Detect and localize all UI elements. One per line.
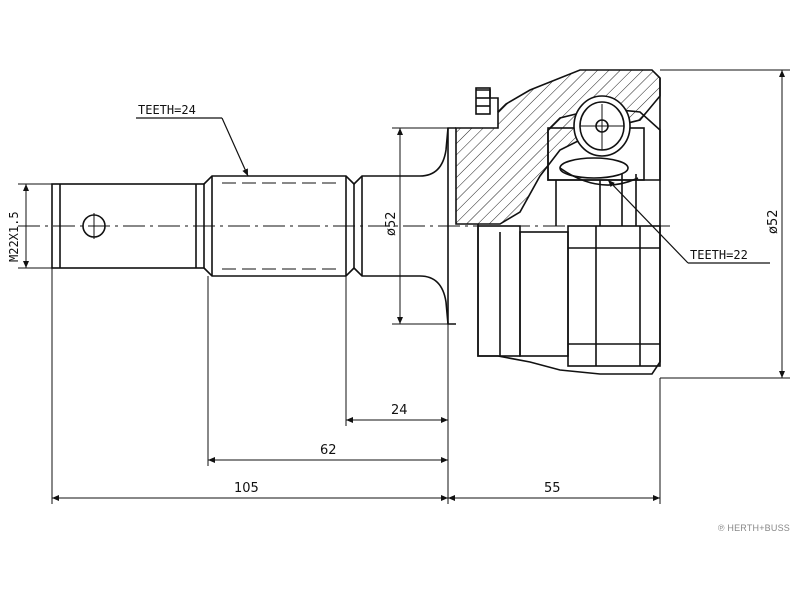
- label-dim-24: 24: [391, 403, 408, 418]
- splined-shaft: [203, 175, 355, 277]
- brand-text: HERTH+BUSS: [727, 523, 790, 533]
- label-flange-diameter: ø52: [384, 212, 399, 237]
- label-dim-105: 105: [234, 481, 259, 496]
- brand-watermark: ℗ HERTH+BUSS: [718, 523, 790, 533]
- label-dim-55: 55: [544, 481, 561, 496]
- extension-lines: [51, 268, 661, 504]
- label-housing-diameter: ø52: [766, 210, 781, 235]
- dim-flange-diameter: [392, 127, 448, 325]
- shaft-neck: [353, 127, 456, 325]
- label-teeth-22: TEETH=22: [690, 248, 748, 262]
- threaded-tip: [51, 183, 205, 269]
- label-thread: M22X1.5: [7, 211, 21, 262]
- leader-teeth-24-arrow: [221, 117, 249, 177]
- label-dim-62: 62: [320, 443, 337, 458]
- bell-housing: [455, 69, 661, 375]
- label-teeth-24: TEETH=24: [138, 103, 196, 117]
- dim-thread: [18, 183, 52, 269]
- leader-teeth-22-arrow: [607, 179, 689, 264]
- dim-housing-diameter: [660, 69, 790, 379]
- brand-mark-icon: ℗: [717, 523, 725, 533]
